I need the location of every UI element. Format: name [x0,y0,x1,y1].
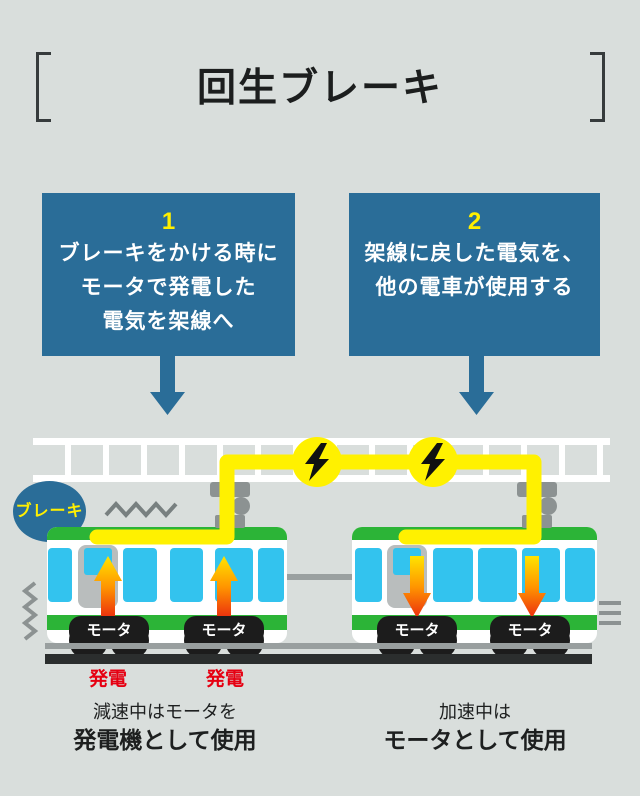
pantograph-icon [517,482,557,528]
caption-accelerating: 加速中は モータとして使用 [345,701,605,754]
vibration-zigzag-icon [21,581,39,641]
train-coupler [287,574,353,580]
caption-line: 減速中はモータを [93,702,237,722]
generating-label: 発電 [205,669,244,690]
train-window [355,548,382,602]
door-window [393,548,421,575]
motor-label: モータ [86,622,132,639]
step-box-2: 2 架線に戻した電気を、 他の電車が使用する [349,193,600,356]
train-window [522,548,560,602]
step-text-line: 架線に戻した電気を、 [364,242,585,265]
pantograph-icon [210,482,250,528]
train-door [387,545,427,608]
motor-bogie: モータ [184,616,264,660]
vibration-zigzag-icon [104,501,178,518]
train-window [170,548,203,602]
train-window [478,548,517,602]
train-door [78,545,118,608]
lightning-icon [305,443,329,481]
step-box-1: 1 ブレーキをかける時に モータで発電した 電気を架線へ [42,193,295,356]
title-bracket-left [36,52,51,122]
lightning-icon [421,443,445,481]
down-arrow-icon [459,356,494,415]
motor-label: モータ [201,622,247,639]
train-window [48,548,72,602]
train-window [123,548,157,602]
motor-label: モータ [507,622,553,639]
train-roof [352,527,597,540]
step-text-line: 電気を架線へ [102,310,235,333]
caption-line: モータとして使用 [383,727,567,753]
step-text-line: ブレーキをかける時に [58,242,279,265]
train-window [258,548,284,602]
step-number: 2 [467,208,482,235]
train-window [565,548,595,602]
caption-line: 発電機として使用 [73,727,257,753]
rail-bed [45,654,592,664]
step-number: 1 [161,208,176,235]
title-bracket-right [590,52,605,122]
door-window [84,548,112,575]
motor-bogie: モータ [490,616,570,660]
rail-line [45,643,592,649]
motor-bogie: モータ [377,616,457,660]
motor-bogie: モータ [69,616,149,660]
page-title: 回生ブレーキ [196,67,443,110]
electricity-node [408,437,458,487]
motor-label: モータ [394,622,440,639]
electricity-node [292,437,342,487]
step-text-line: 他の電車が使用する [375,276,574,299]
down-arrow-icon [150,356,185,415]
train-roof [47,527,287,540]
caption-braking: 減速中はモータを 発電機として使用 [30,701,300,754]
train-window [433,548,473,602]
generating-label: 発電 [88,669,127,690]
motion-lines-icon [599,601,621,625]
train-window [215,548,253,602]
step-text-line: モータで発電した [80,276,257,299]
caption-line: 加速中は [439,702,511,722]
